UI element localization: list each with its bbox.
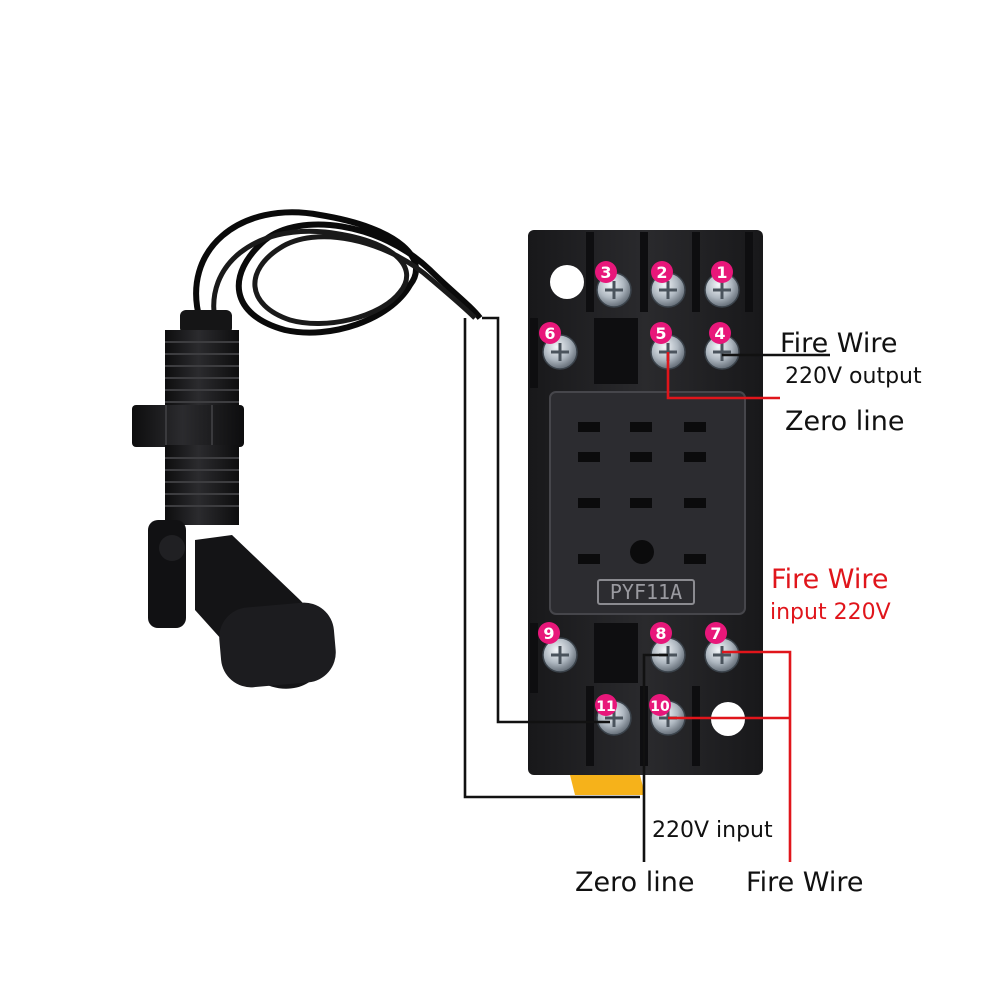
label-zero-line-top: Zero line	[785, 406, 905, 437]
label-220v-output: 220V output	[785, 364, 922, 389]
terminal-number: 5	[655, 324, 666, 343]
terminal-number: 6	[544, 324, 555, 343]
terminal-marker-9: 9	[538, 622, 560, 644]
label-fire-wire-output: Fire Wire	[780, 328, 898, 359]
float-sensor	[132, 209, 483, 689]
terminal-marker-5: 5	[650, 322, 672, 344]
label-input-220v-red: input 220V	[770, 600, 891, 625]
terminal-number: 3	[600, 263, 611, 282]
terminal-marker-1: 1	[711, 261, 733, 283]
terminal-marker-2: 2	[651, 261, 673, 283]
mount-hole-top	[550, 265, 584, 299]
terminal-marker-6: 6	[539, 322, 561, 344]
terminal-number: 4	[714, 324, 725, 343]
terminal-number: 8	[655, 624, 666, 643]
terminal-marker-3: 3	[595, 261, 617, 283]
terminal-marker-4: 4	[709, 322, 731, 344]
terminal-marker-8: 8	[650, 622, 672, 644]
terminal-markers: 1 2 3 4 5 6 7 8 9 10 11	[538, 261, 733, 716]
terminal-number: 1	[716, 263, 727, 282]
relay-socket: PYF11A	[528, 230, 763, 795]
socket-model-label: PYF11A	[610, 580, 682, 604]
terminal-number: 2	[656, 263, 667, 282]
label-220v-input: 220V input	[652, 818, 773, 843]
terminal-number: 11	[596, 699, 615, 715]
red-wires	[666, 352, 792, 862]
terminal-marker-11: 11	[595, 694, 617, 716]
terminal-marker-10: 10	[649, 694, 671, 716]
terminal-number: 7	[710, 624, 721, 643]
terminal-number: 10	[650, 699, 670, 715]
terminal-number: 9	[543, 624, 554, 643]
sensor-cable	[193, 209, 483, 336]
terminal-marker-7: 7	[705, 622, 727, 644]
label-zero-line-bottom: Zero line	[575, 867, 695, 898]
label-fire-wire-input-red: Fire Wire	[771, 564, 889, 595]
label-fire-wire-bottom: Fire Wire	[746, 867, 864, 898]
black-wires	[463, 316, 830, 862]
